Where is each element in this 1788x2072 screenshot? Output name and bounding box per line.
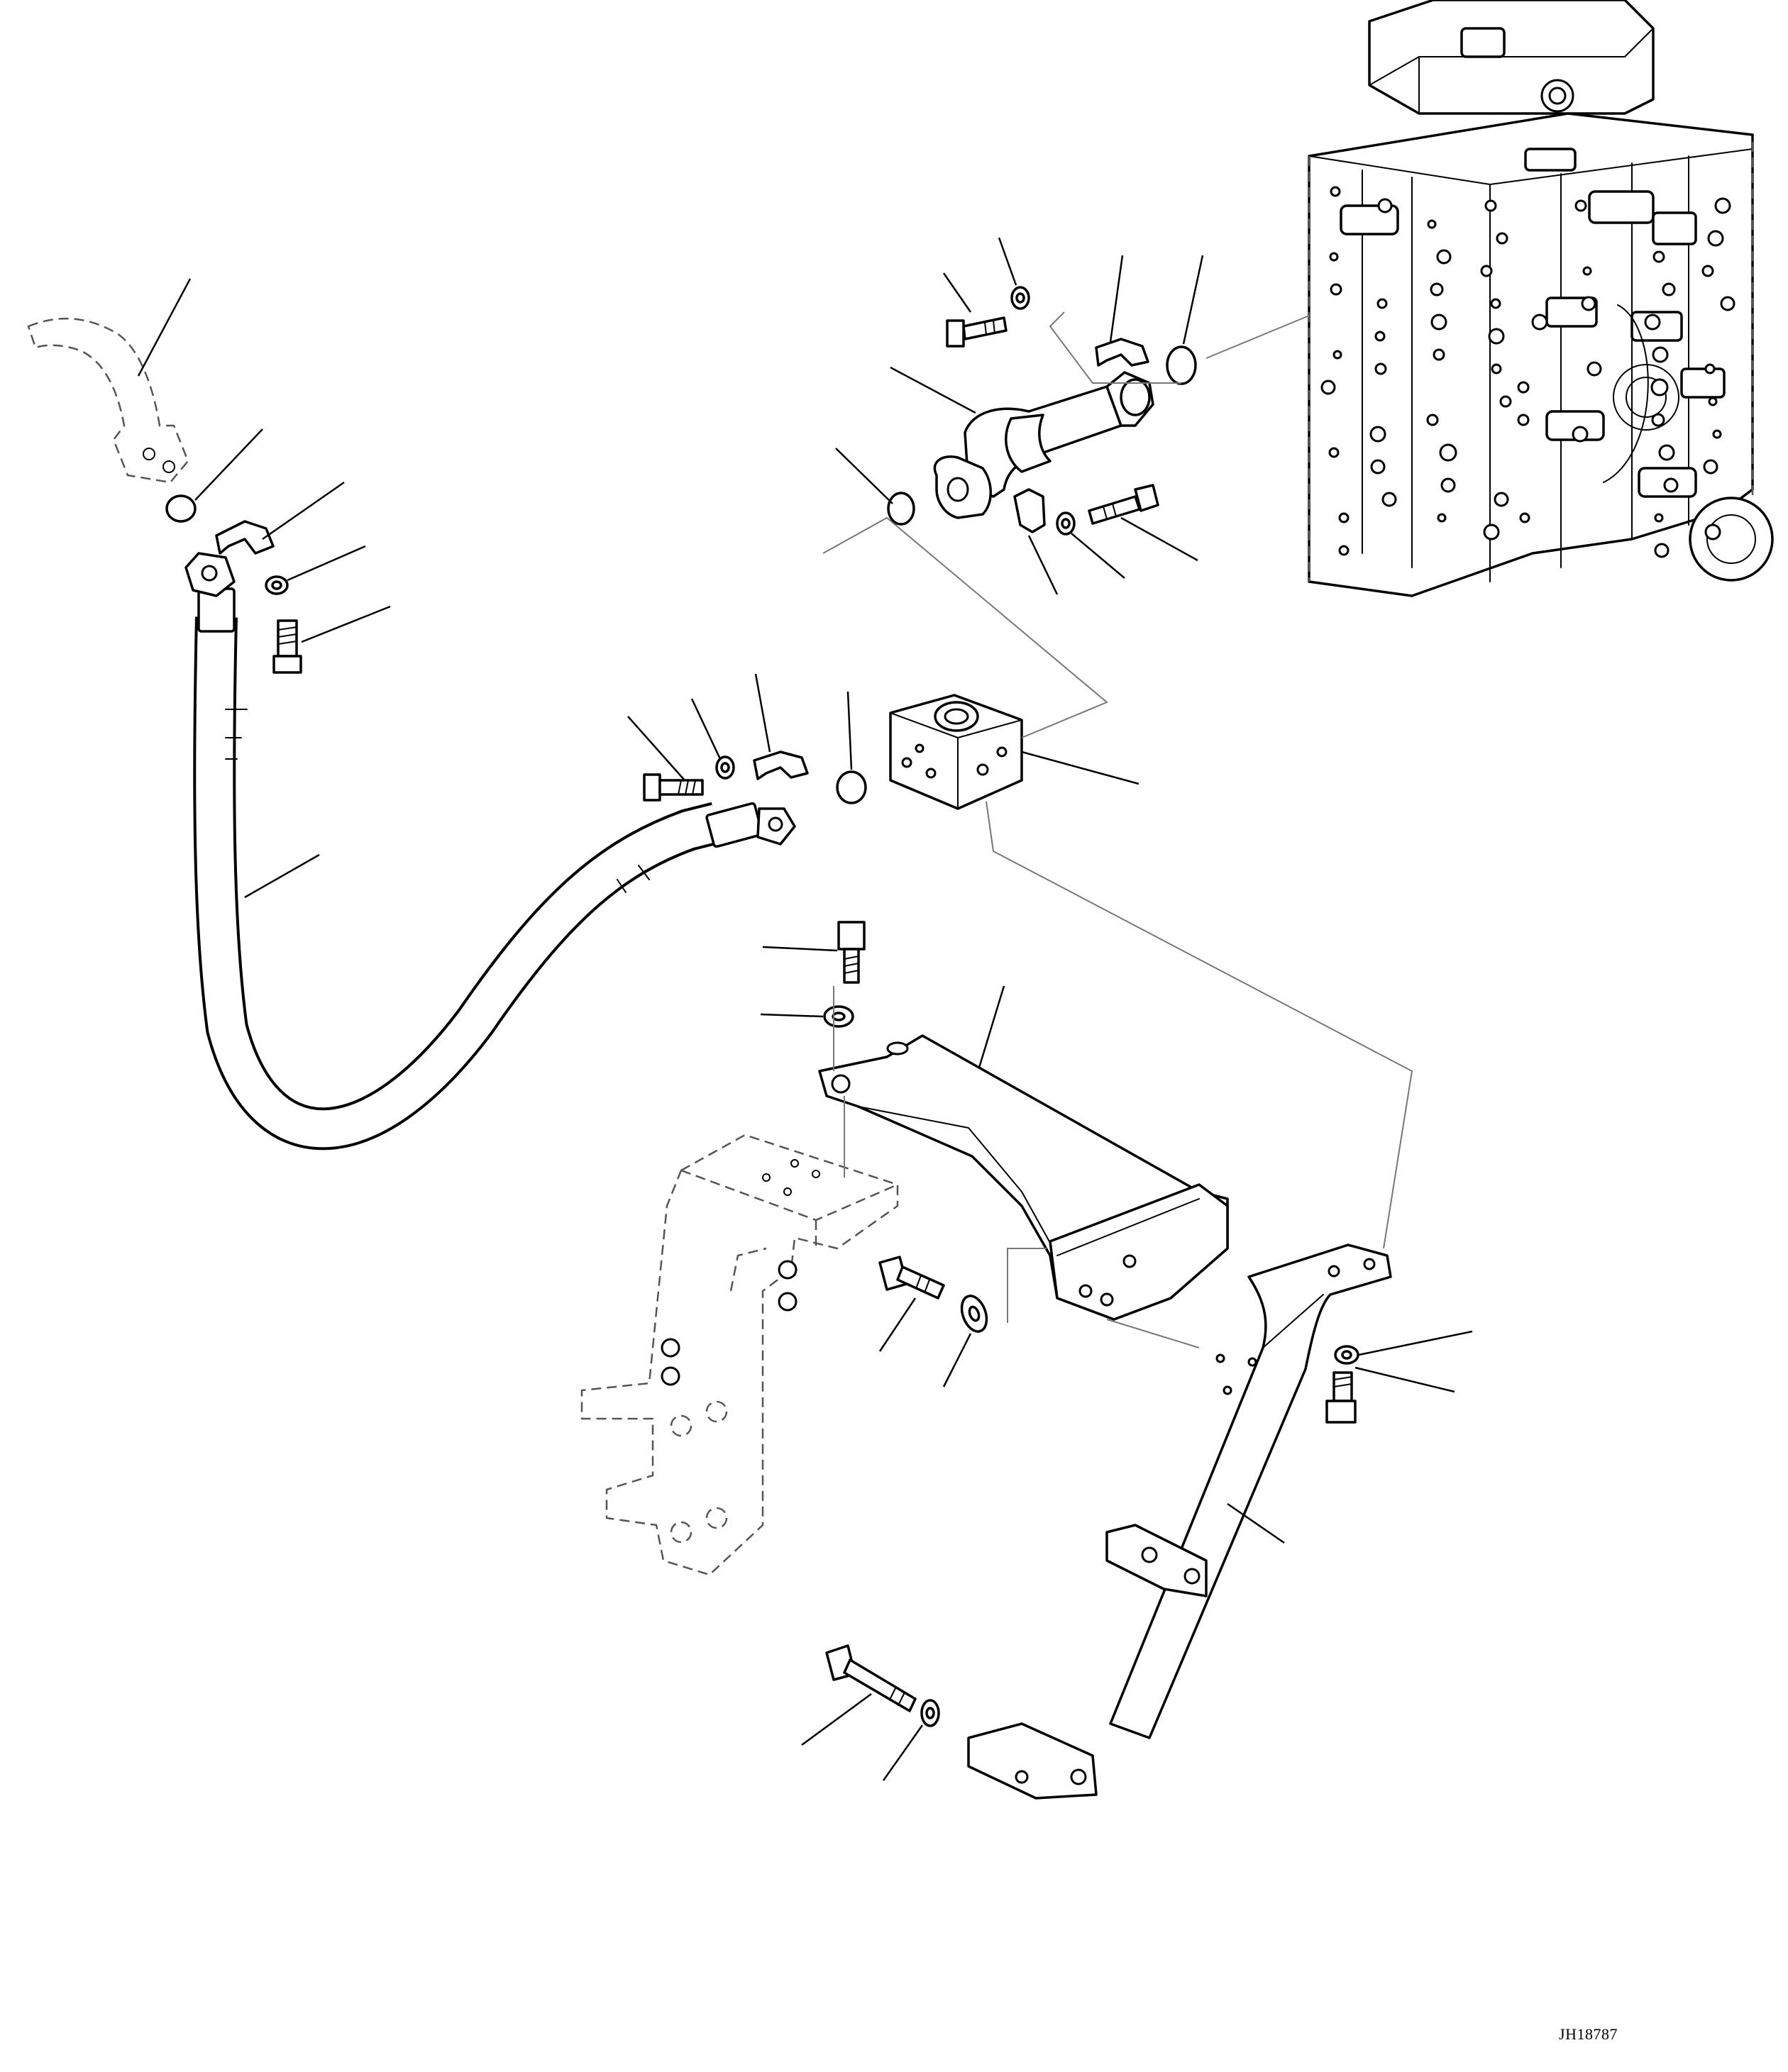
mounting-bracket: [818, 1034, 1229, 1321]
valve-port: [1662, 282, 1676, 297]
elbow-tube: [933, 371, 1154, 519]
valve-port: [1480, 265, 1493, 277]
valve-port: [1370, 459, 1386, 475]
valve-port: [1374, 362, 1387, 375]
valve-port: [1531, 314, 1548, 331]
valve-port: [1574, 199, 1587, 212]
frame-reference: [580, 1134, 899, 1576]
tube-top-left: [27, 317, 189, 484]
valve-port: [1654, 513, 1664, 523]
valve-port: [1328, 447, 1340, 458]
valve-port: [1381, 492, 1397, 507]
valve-port: [1652, 250, 1665, 263]
valve-port: [1644, 314, 1661, 331]
valve-port: [1499, 395, 1512, 408]
hydraulic-hose: [184, 552, 796, 1151]
junction-block: [889, 694, 1023, 810]
valve-port: [1651, 413, 1665, 427]
leader-lines: [137, 237, 1473, 1781]
support-stay: [967, 1243, 1392, 1800]
valve-port: [1496, 232, 1508, 245]
valve-port: [1491, 363, 1502, 375]
valve-port: [1663, 477, 1679, 493]
valve-port: [1517, 414, 1530, 426]
assembly-lines: [822, 311, 1413, 1348]
valve-port: [1519, 512, 1530, 523]
valve-port: [1586, 361, 1602, 377]
valve-port: [1484, 199, 1497, 212]
valve-ports: [1320, 186, 1735, 558]
valve-port: [1707, 230, 1724, 247]
valve-port: [1483, 523, 1500, 541]
valve-port: [1320, 380, 1336, 395]
valve-port: [1436, 249, 1452, 265]
valve-port: [1720, 296, 1735, 311]
bolt: [272, 316, 1357, 1712]
valve-port: [1582, 266, 1592, 276]
valve-port: [1338, 512, 1350, 523]
valve-port: [1338, 545, 1350, 556]
valve-port: [1329, 252, 1339, 262]
valve-port: [1494, 492, 1509, 507]
split-flange: [215, 338, 1149, 780]
valve-port: [1433, 348, 1445, 361]
valve-port: [1701, 265, 1714, 277]
valve-port: [1377, 198, 1393, 214]
valve-port: [1704, 523, 1721, 541]
valve-port: [1704, 363, 1716, 375]
valve-port: [1332, 350, 1342, 360]
valve-port: [1369, 426, 1386, 443]
valve-port: [1654, 543, 1670, 558]
valve-port: [1330, 283, 1342, 296]
valve-port: [1439, 443, 1457, 462]
valve-port: [1430, 314, 1447, 331]
valve-port: [1427, 219, 1437, 229]
valve-port: [1658, 444, 1675, 461]
valve-port: [1572, 426, 1589, 443]
control-valve-assembly: [1308, 0, 1774, 597]
valve-port: [1708, 397, 1718, 406]
valve-port: [1437, 513, 1447, 523]
valve-port: [1652, 346, 1669, 363]
valve-port: [1490, 298, 1501, 309]
valve-port: [1517, 381, 1530, 394]
valve-port: [1581, 296, 1596, 311]
valve-port: [1426, 414, 1439, 426]
drawing-code: JH18787: [1559, 2025, 1618, 2043]
valve-port: [1330, 186, 1341, 197]
valve-port: [1376, 298, 1388, 309]
o-ring: [165, 345, 1197, 804]
valve-port: [1430, 282, 1444, 297]
washer: [265, 286, 1359, 1727]
valve-port: [1488, 328, 1505, 345]
valve-port: [1374, 331, 1386, 342]
valve-port: [1714, 197, 1731, 214]
valve-port: [1650, 378, 1669, 397]
valve-port: [1440, 477, 1456, 493]
valve-port: [1712, 429, 1722, 439]
valve-port: [1703, 459, 1718, 475]
